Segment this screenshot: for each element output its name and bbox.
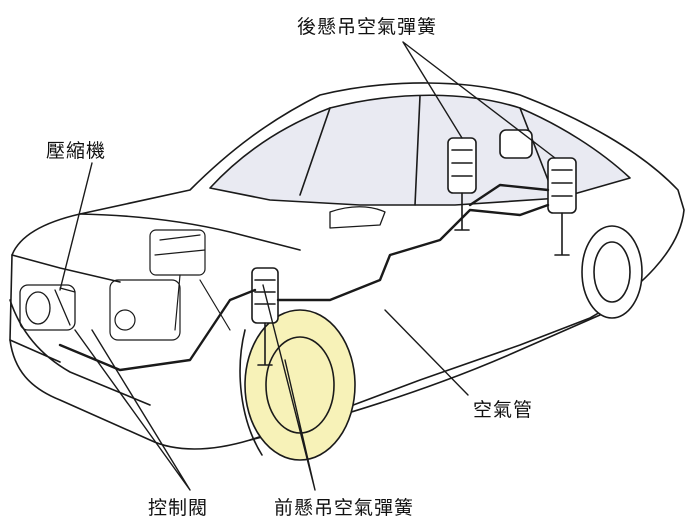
leader-control-valve: [74, 329, 191, 491]
rear-air-spring-left: [447, 137, 477, 231]
compressor: [19, 284, 76, 331]
label-compressor: 壓縮機: [46, 140, 107, 162]
front-wheel: [239, 309, 356, 461]
engine-bay: [109, 229, 231, 341]
front-air-spring: [251, 267, 279, 366]
label-air-pipe: 空氣管: [473, 399, 534, 421]
hood-line: [11, 213, 301, 283]
rear-seat: [329, 206, 386, 229]
label-front-air-spring: 前懸吊空氣彈簧: [274, 497, 415, 519]
front-bumper: [9, 299, 151, 406]
car-body-outline: [9, 82, 685, 450]
leader-air-pipe: [384, 309, 469, 396]
rear-wheel: [581, 225, 643, 319]
leader-compressor: [59, 162, 93, 291]
label-control-valve: 控制閥: [148, 497, 209, 519]
rear-air-spring-right: [547, 157, 577, 256]
leader-front-spring: [262, 284, 316, 491]
label-rear-air-spring: 後懸吊空氣彈簧: [297, 16, 438, 38]
leader-rear-spring: [402, 41, 556, 159]
height-sensor-rear: [499, 129, 533, 159]
air-pipe-line: [58, 183, 550, 372]
